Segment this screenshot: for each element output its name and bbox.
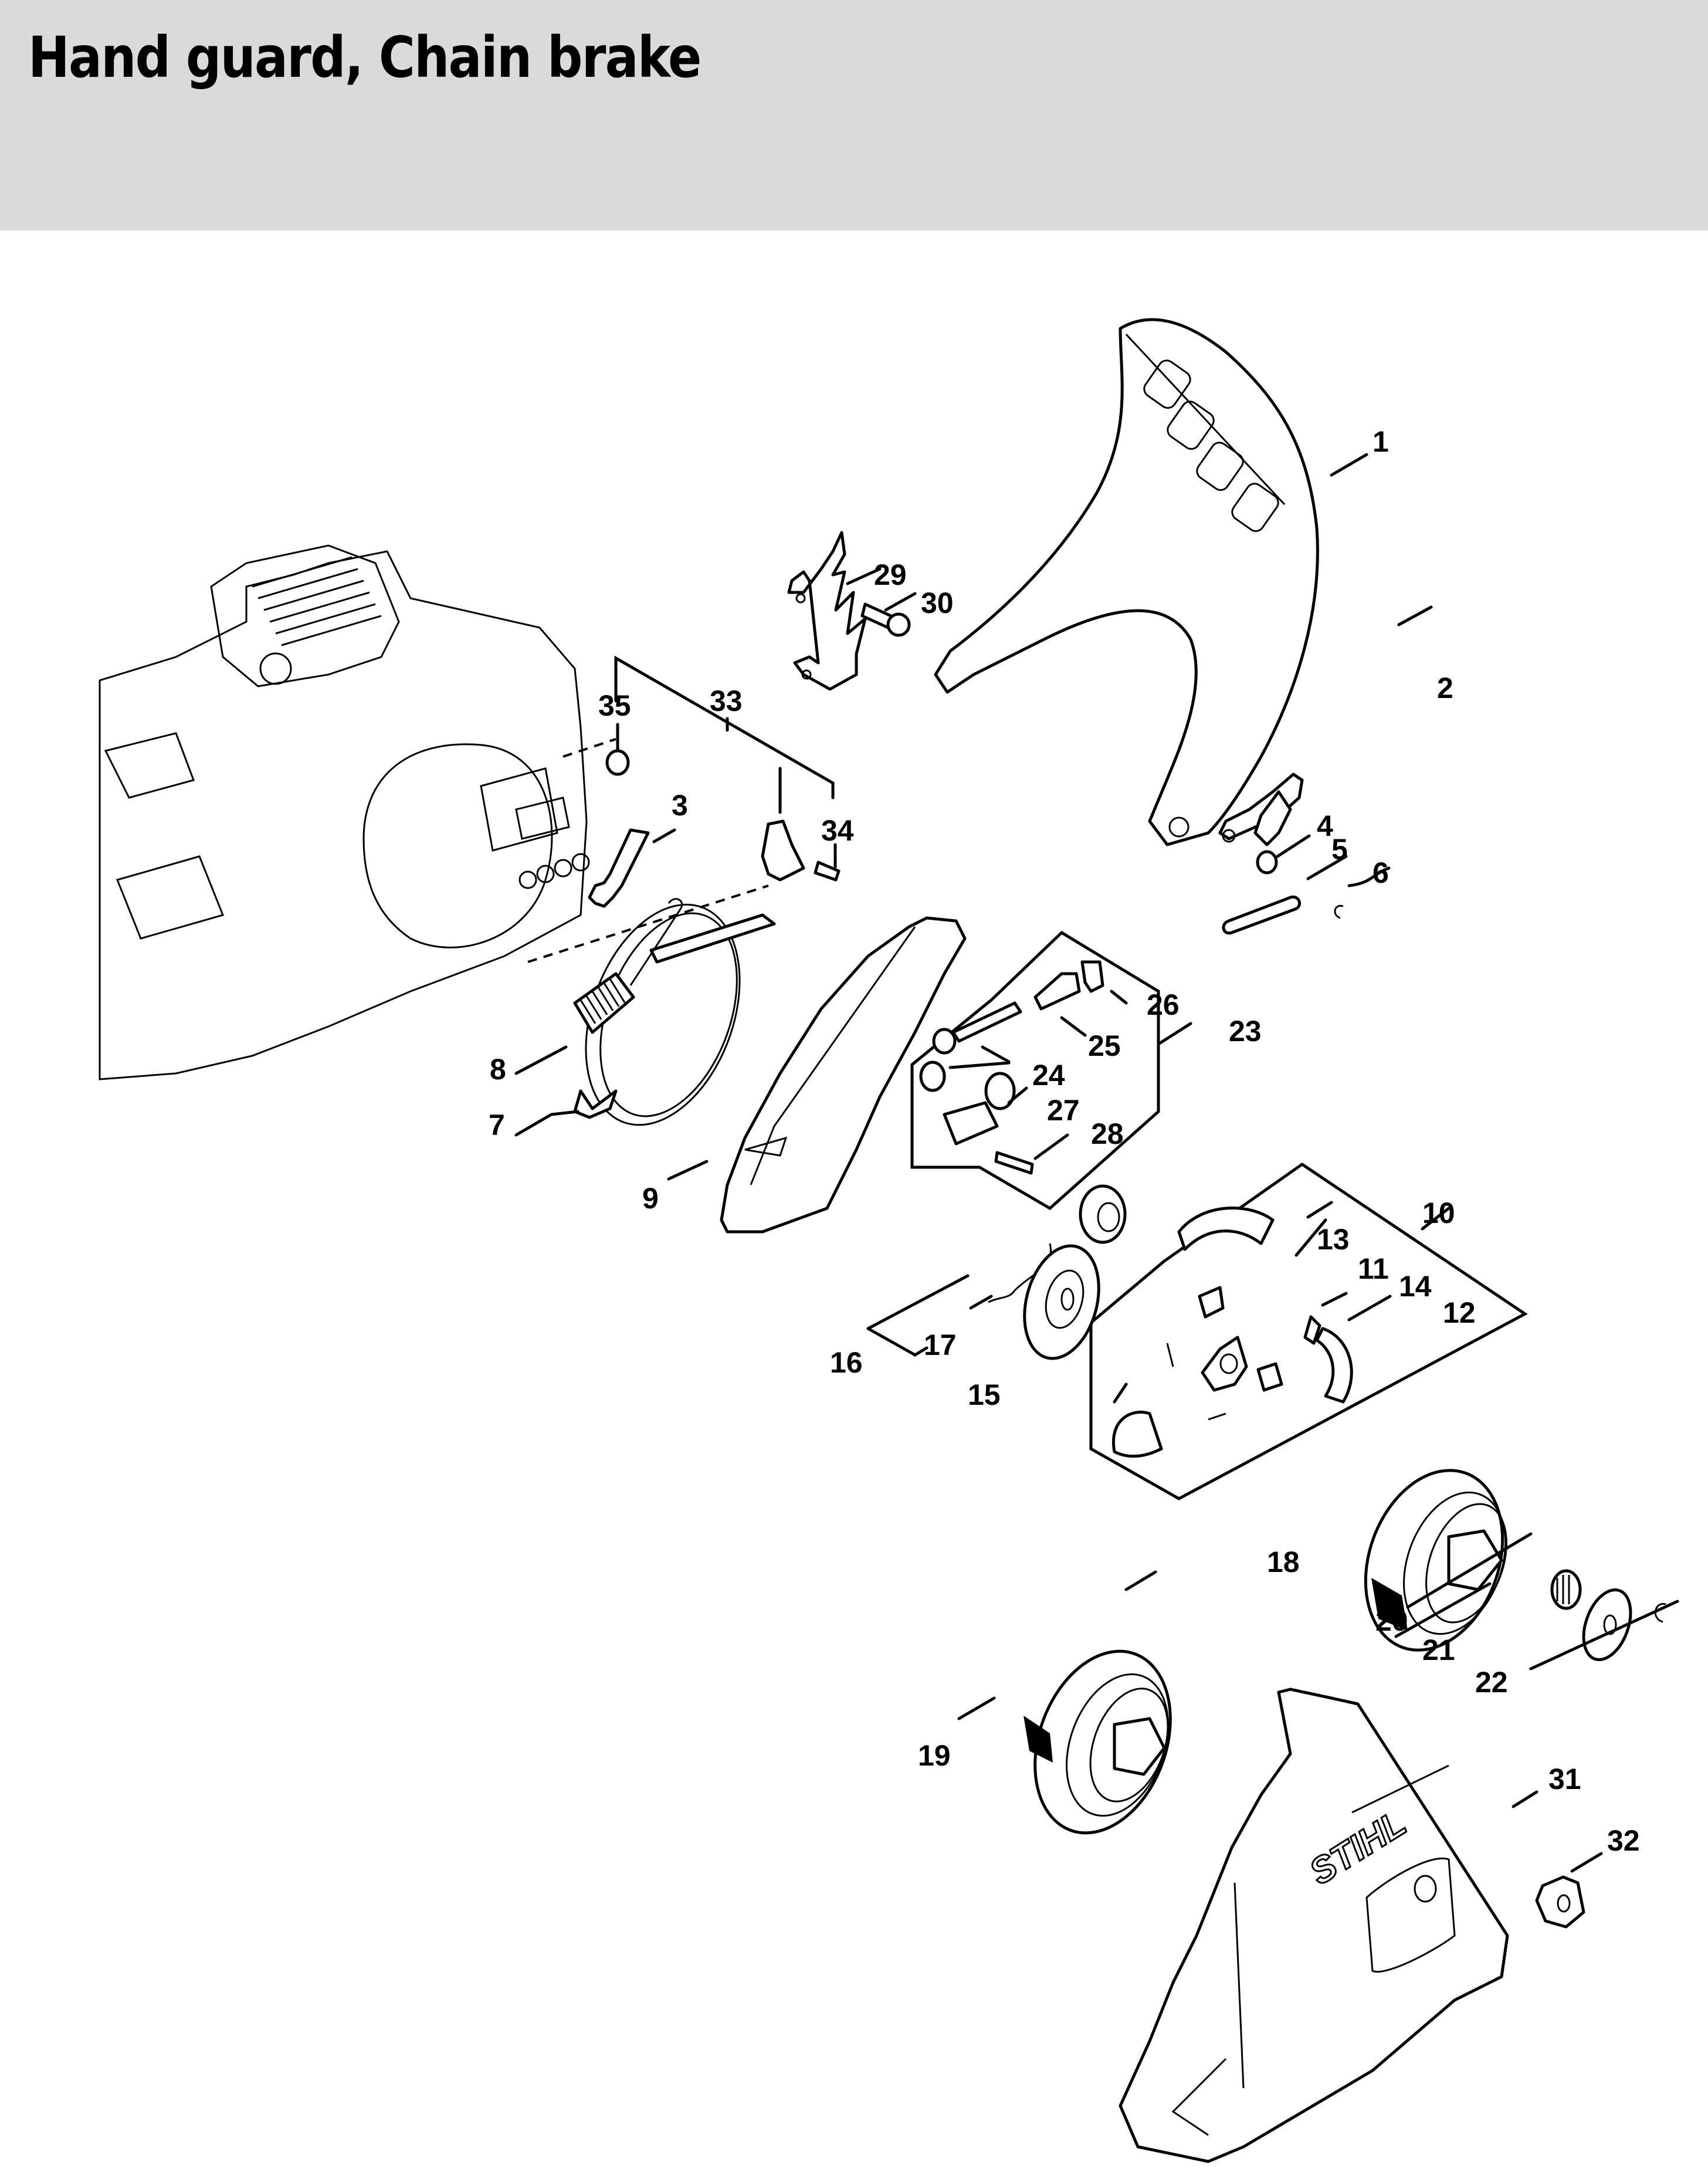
callout-30: 30 (921, 587, 954, 619)
part-25-pin (1033, 972, 1081, 1011)
callout-18: 18 (1267, 1546, 1300, 1578)
clutch-shoe-top (1177, 1207, 1275, 1251)
callout-29: 29 (874, 558, 907, 591)
callout-2: 2 (1437, 672, 1453, 704)
part-24-nut (932, 1028, 957, 1055)
callout-15: 15 (968, 1378, 1001, 1411)
callout-12: 12 (1443, 1296, 1476, 1329)
part-26-block (1080, 960, 1104, 993)
part-1-hand-guard (934, 318, 1319, 846)
part-30-screw (860, 602, 911, 637)
callout-35: 35 (598, 689, 631, 722)
part-9-chain-guard-plate (720, 916, 967, 1234)
clutch-shoe-bottom (1112, 1411, 1163, 1458)
clutch-spring-bottom (1208, 1412, 1226, 1421)
callout-22: 22 (1475, 1666, 1508, 1699)
engine-housing-illustration (99, 544, 590, 1080)
part-11-carrier (1201, 1336, 1248, 1392)
page-title: Hand guard, Chain brake (28, 25, 702, 90)
part-5-link (1222, 895, 1302, 935)
clutch-spring-left (1166, 1343, 1174, 1367)
part-2-lever (1218, 772, 1304, 846)
leader-lines (514, 453, 1679, 1873)
part-33-catch (761, 819, 805, 882)
group-16-bracket-lower (866, 1327, 928, 1357)
part-24-sleeve (919, 1060, 946, 1092)
spark-plug (259, 652, 292, 685)
callout-21: 21 (1422, 1634, 1455, 1666)
part-24-screw (951, 1001, 1022, 1043)
callout-3: 3 (672, 789, 688, 822)
clutch-retainer-right (1256, 1362, 1283, 1392)
callout-24: 24 (1032, 1059, 1065, 1092)
part-29-spiked-bar (787, 531, 867, 691)
callout-11: 11 (1358, 1252, 1389, 1285)
part-28-screw (994, 1151, 1034, 1175)
callout-23: 23 (1229, 1015, 1262, 1048)
callout-1: 1 (1372, 425, 1389, 458)
page-header: Hand guard, Chain brake (0, 0, 1708, 231)
callout-10: 10 (1422, 1197, 1455, 1229)
part-34-screw (814, 860, 841, 882)
callout-27: 27 (1047, 1094, 1080, 1127)
callout-33: 33 (710, 685, 743, 717)
group-10-outline (1089, 1162, 1528, 1500)
part-35-nut (605, 749, 630, 776)
callout-14: 14 (1399, 1270, 1432, 1303)
part-15-disc (1023, 1244, 1100, 1360)
callout-13: 13 (1317, 1223, 1350, 1256)
alignment-line-33 (527, 885, 769, 963)
part-27-bushing (984, 1072, 1016, 1110)
callout-34: 34 (821, 814, 854, 847)
part-13-spring-retainer (1198, 1286, 1225, 1319)
callout-28: 28 (1091, 1117, 1124, 1150)
callout-4: 4 (1317, 809, 1333, 842)
part-3-bracket (588, 828, 650, 908)
callout-26: 26 (1147, 988, 1180, 1021)
group-23-outline (910, 930, 1192, 1211)
part-31-sprocket-cover: STIHL (1119, 1688, 1509, 2163)
part-21-washer (1582, 1588, 1632, 1662)
part-27-bracket (943, 1101, 999, 1146)
group-16-bracket-upper (866, 1274, 970, 1330)
callout-20: 20 (1375, 1604, 1408, 1637)
chain-tensioner-stud (515, 797, 570, 840)
part-19-clutch-drum (1024, 1649, 1172, 1835)
callout-31: 31 (1548, 1763, 1581, 1795)
cylinder-fins (252, 556, 382, 646)
callout-labels: 1 2 3 4 5 6 7 8 9 10 11 12 13 14 15 16 1… (489, 425, 1640, 1857)
callout-8: 8 (490, 1053, 506, 1086)
part-20-needle-bearing (1550, 1569, 1582, 1610)
part-6-clip (1334, 904, 1344, 919)
callout-19: 19 (918, 1739, 951, 1772)
callout-7: 7 (489, 1109, 505, 1141)
alignment-line-35 (562, 738, 616, 758)
callout-32: 32 (1607, 1824, 1640, 1857)
part-12-clutch-shoe (1315, 1327, 1353, 1404)
callout-17: 17 (924, 1329, 957, 1361)
part-8-spring (573, 898, 683, 1034)
callout-25: 25 (1088, 1029, 1121, 1062)
callout-5: 5 (1331, 833, 1348, 866)
callout-6: 6 (1372, 856, 1389, 889)
callout-9: 9 (642, 1182, 659, 1215)
part-14-spring (1303, 1315, 1321, 1345)
part-4-washer (1256, 850, 1278, 875)
part-32-nut (1535, 1875, 1585, 1929)
callout-16: 16 (830, 1346, 863, 1379)
group-33-bracket-lines (614, 655, 835, 814)
part-16-worm (1079, 1184, 1127, 1244)
